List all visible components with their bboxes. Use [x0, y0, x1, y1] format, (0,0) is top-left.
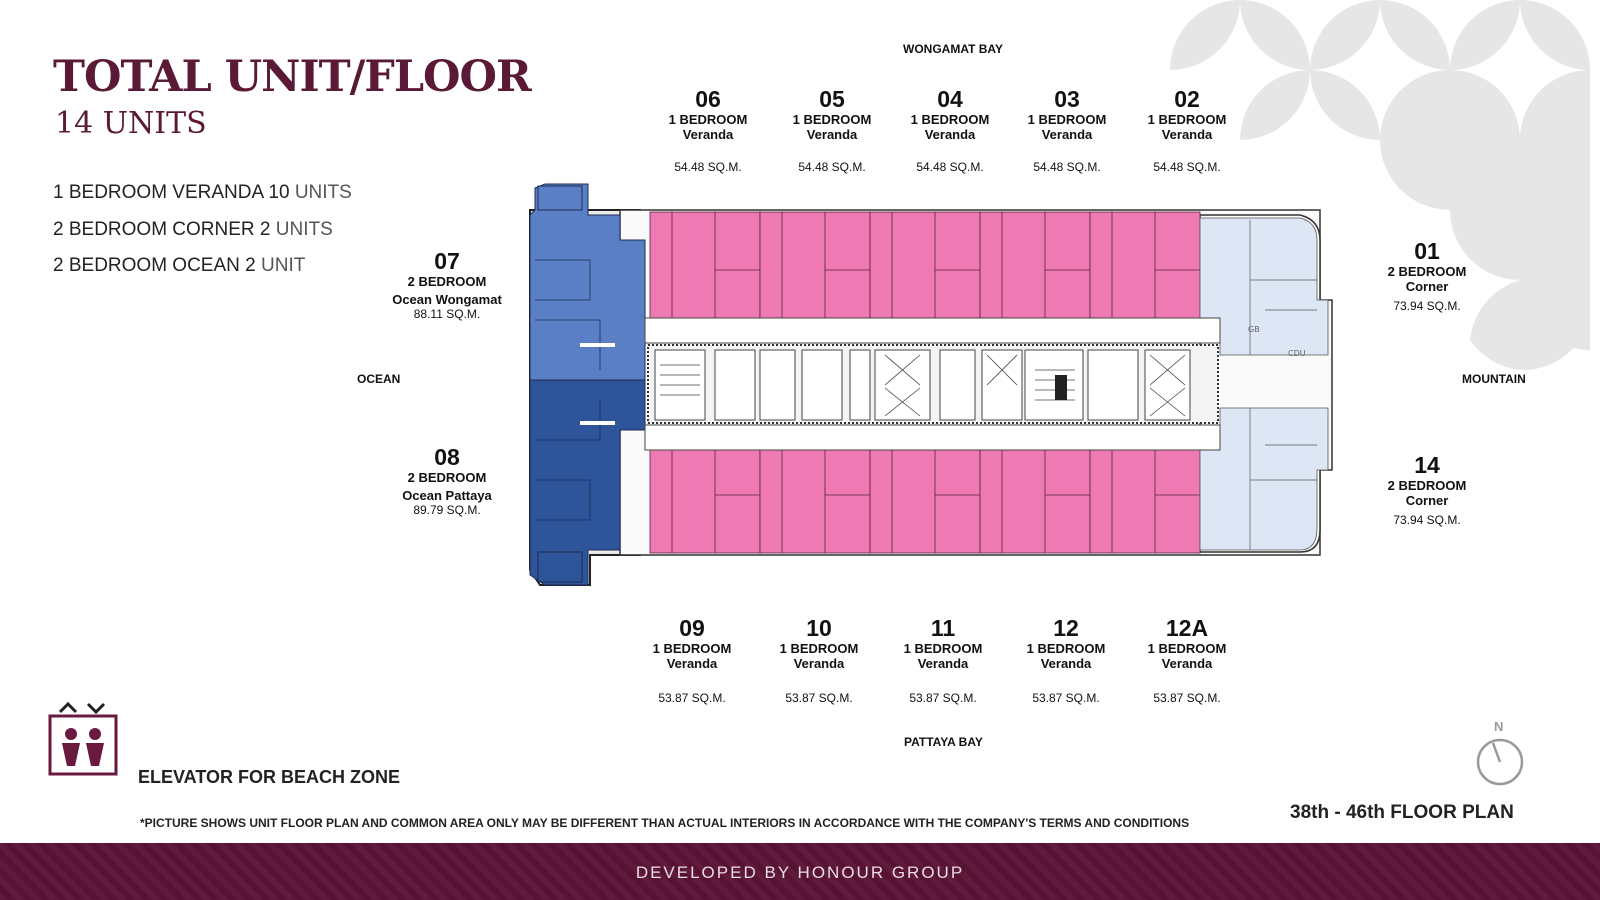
direction-west: OCEAN	[357, 372, 401, 386]
direction-south: PATTAYA BAY	[904, 735, 983, 749]
unit-02-area	[1089, 211, 1201, 319]
elevator-legend-label: ELEVATOR FOR BEACH ZONE	[138, 767, 401, 787]
page-title: TOTAL UNIT/FLOOR	[53, 52, 532, 102]
decorative-pattern	[1170, 0, 1590, 370]
gb-label: GB	[1248, 325, 1260, 334]
summary-line: 2 BEDROOM CORNER 2 UNITS	[53, 219, 333, 240]
floor-plan-label: 38th - 46th FLOOR PLAN	[1290, 802, 1514, 823]
cdu-label: CDU	[1288, 349, 1306, 358]
footer-bar: DEVELOPED BY HONOUR GROUP	[0, 843, 1600, 900]
compass-label: N	[1494, 719, 1504, 734]
summary-line: 2 BEDROOM OCEAN 2 UNIT	[53, 255, 306, 276]
footer-text: DEVELOPED BY HONOUR GROUP	[635, 863, 965, 882]
direction-east: MOUNTAIN	[1462, 372, 1526, 386]
floor-plan: GB CDU	[529, 183, 1333, 586]
unit-14-area	[1199, 407, 1329, 551]
compass-icon	[1476, 738, 1524, 786]
summary-line: 1 BEDROOM VERANDA 10 UNITS	[53, 182, 352, 203]
unit-06-area	[649, 211, 761, 319]
direction-north: WONGAMAT BAY	[903, 42, 1003, 56]
unit-10-area	[759, 449, 871, 554]
elevator-icon	[48, 701, 118, 776]
page-subtitle: 14 UNITS	[55, 106, 207, 141]
unit-12a-area	[1089, 449, 1201, 554]
unit-11-area	[869, 449, 981, 554]
unit-09-area	[649, 449, 761, 554]
unit-01-area	[1199, 217, 1329, 356]
disclaimer: *PICTURE SHOWS UNIT FLOOR PLAN AND COMMO…	[140, 816, 1190, 830]
unit-03-area	[979, 211, 1091, 319]
unit-12-area	[979, 449, 1091, 554]
unit-05-area	[759, 211, 871, 319]
unit-04-area	[869, 211, 981, 319]
